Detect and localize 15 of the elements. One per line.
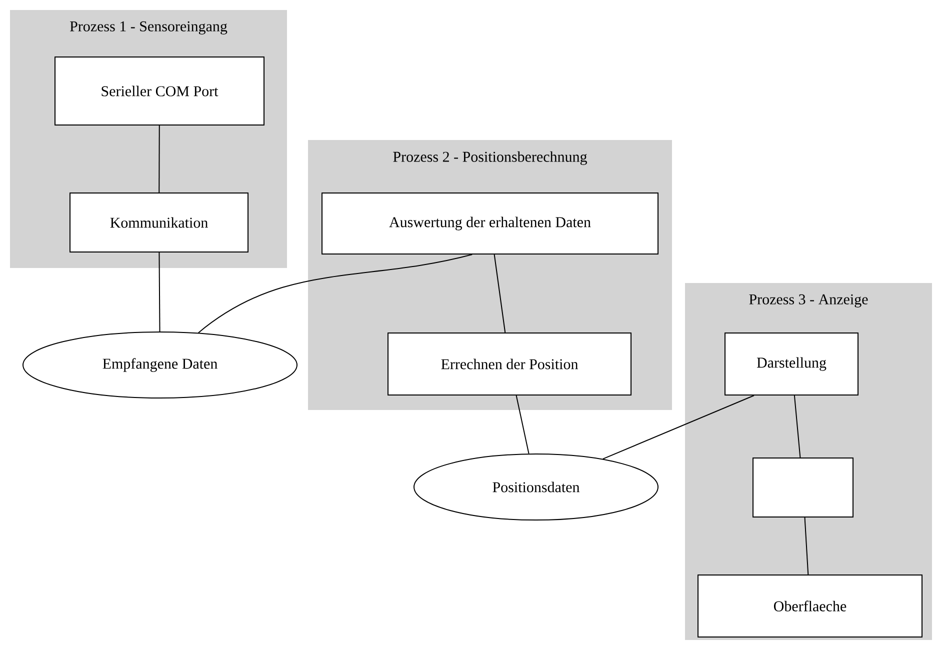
process-box: Errechnen der Position bbox=[388, 332, 632, 396]
connector-line bbox=[602, 395, 754, 460]
process-box: Auswertung der erhaltenen Daten bbox=[322, 192, 658, 254]
process-box: Serieller COM Port bbox=[54, 56, 264, 126]
connector-line bbox=[494, 254, 506, 333]
process-box: Kommunikation bbox=[70, 192, 248, 252]
connector-line bbox=[158, 252, 160, 332]
connector-line bbox=[516, 395, 530, 454]
connector-line bbox=[804, 517, 809, 575]
process-box: Darstellung bbox=[724, 332, 858, 396]
connector-line bbox=[158, 125, 160, 193]
connector-line bbox=[794, 395, 801, 458]
empty-box bbox=[752, 458, 854, 518]
connector-line bbox=[198, 254, 473, 334]
process-box: Oberflaeche bbox=[698, 574, 922, 638]
